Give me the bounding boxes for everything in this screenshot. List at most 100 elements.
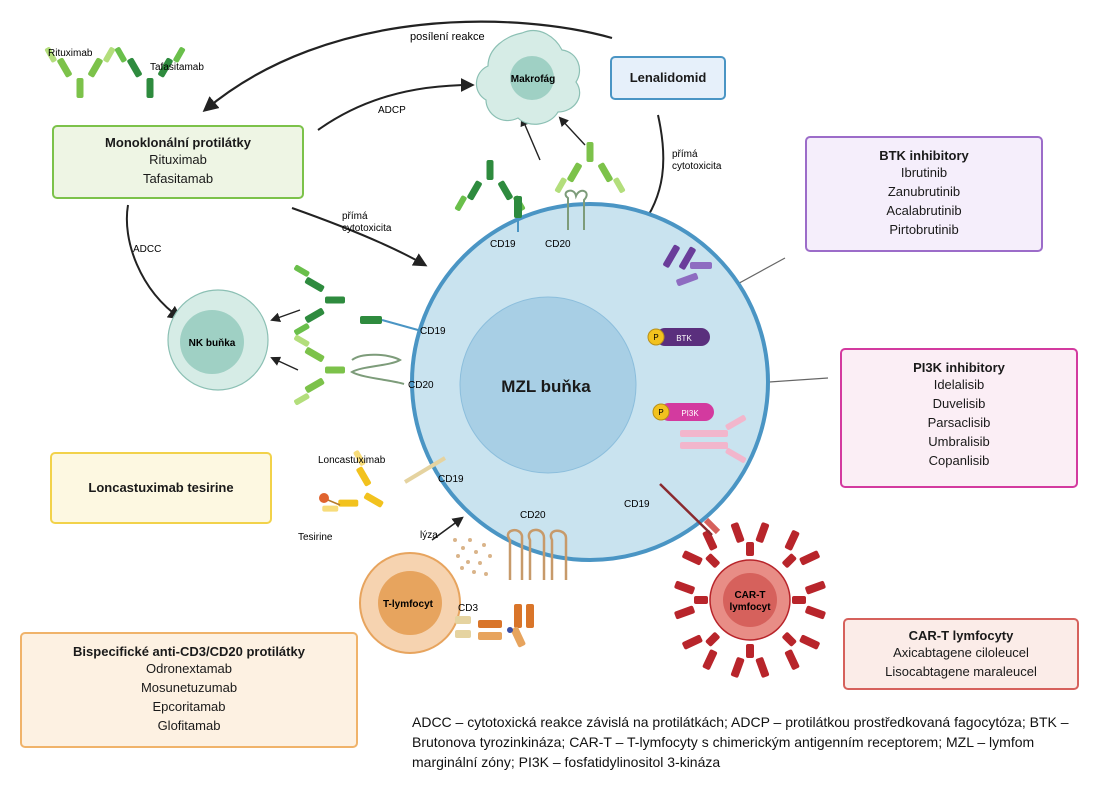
tafasitamab-label: Tafasitamab	[150, 62, 204, 73]
loncastuximab-antibody-icon	[322, 450, 384, 512]
cd3-label: CD3	[458, 603, 478, 614]
car-t-nucleus	[723, 573, 777, 627]
car-binding-stalk	[659, 483, 713, 536]
box-bispecific-item: Mosunetuzumab	[140, 680, 238, 695]
antibody-macrophage-2-icon	[554, 142, 626, 194]
box-btk: BTK inhibitory Ibrutinib Zanubrutinib Ac…	[805, 136, 1043, 252]
cd19-bottom-label: CD19	[438, 474, 464, 485]
box-btk-item: Zanubrutinib	[887, 184, 961, 199]
car-t-label-2: lymfocyt	[729, 602, 771, 613]
box-pi3k-item: Duvelisib	[932, 396, 986, 411]
loncastuximab-label: Loncastuximab	[318, 455, 386, 466]
box-cart-item: Axicabtagene ciloleucel	[893, 645, 1029, 660]
box-pi3k-title: PI3K inhibitory	[913, 360, 1005, 375]
box-monoclonal-item: Rituximab	[149, 152, 207, 167]
cd19-bottom-receptor	[403, 456, 447, 484]
box-btk-item: Ibrutinib	[900, 165, 948, 180]
box-pi3k-item: Idelalisib	[933, 377, 985, 392]
box-cart-item: Lisocabtagene maraleucel	[885, 664, 1037, 679]
box-pi3k-item: Parsaclisib	[927, 415, 991, 430]
arrow-lyza	[431, 516, 464, 541]
mzl-cell-label: MZL buňka	[501, 377, 591, 396]
arrow-ab-to-macrophage-1	[520, 116, 541, 161]
tesirine-label: Tesirine	[298, 532, 333, 543]
pi3k-protein	[660, 403, 714, 421]
arrow-lenalidomid-to-antibodies	[202, 20, 613, 112]
cd19-left-anchor	[381, 319, 419, 331]
label-adcc: ADCC	[133, 244, 161, 255]
macrophage-label: Makrofág	[511, 74, 555, 85]
cd20-bottom-receptor	[506, 528, 568, 580]
label-prima-right-1: přímá	[672, 149, 698, 160]
cd19-left-stalk	[360, 316, 382, 324]
cd19-right-label: CD19	[624, 499, 650, 510]
box-bispecific-item: Odronextamab	[146, 661, 232, 676]
label-prima-left-2: cytotoxicita	[342, 223, 392, 234]
box-pi3k-item: Umbralisib	[928, 434, 990, 449]
pi3k-receptor-icon	[680, 415, 747, 463]
mzl-nucleus	[459, 296, 637, 474]
box-monoclonal: Monoklonální protilátky Rituximab Tafasi…	[52, 125, 304, 199]
t-cell-label: T-lymfocyt	[383, 599, 434, 610]
abbreviation-legend: ADCC – cytotoxická reakce závislá na pro…	[412, 714, 1069, 770]
cd19-left-label: CD19	[420, 326, 446, 337]
box-loncastuximab: Loncastuximab tesirine	[50, 452, 272, 524]
box-bispecific: Bispecifické anti-CD3/CD20 protilátky Od…	[20, 632, 358, 748]
box-btk-item: Pirtobrutinib	[889, 222, 959, 237]
rituximab-label: Rituximab	[48, 48, 93, 59]
arrow-ab-to-macrophage-2	[558, 116, 586, 146]
box-lenalidomid-title: Lenalidomid	[629, 70, 707, 85]
box-bispecific-item: Epcoritamab	[152, 699, 226, 714]
cd20-top-label: CD20	[545, 239, 571, 250]
label-prima-left-1: přímá	[342, 211, 368, 222]
label-posileni-reakce: posílení reakce	[410, 31, 485, 43]
box-lenalidomid: Lenalidomid	[610, 56, 726, 100]
antibody-nk-2-icon	[293, 334, 345, 406]
arrow-ab-to-nk-2	[270, 356, 299, 371]
label-adcp: ADCP	[378, 105, 406, 116]
box-pi3k: PI3K inhibitory Idelalisib Duvelisib Par…	[840, 348, 1078, 488]
car-t-label-1: CAR-T	[734, 590, 765, 601]
arrow-direct-cytotoxicity-left	[291, 207, 428, 267]
cd20-bottom-label: CD20	[520, 510, 546, 521]
nk-nucleus	[180, 310, 244, 374]
box-monoclonal-title: Monoklonální protilátky	[105, 135, 251, 150]
cd3-receptor-2	[455, 630, 471, 638]
pi3k-protein-label: PI3K	[681, 409, 699, 418]
box-btk-item: Acalabrutinib	[886, 203, 962, 218]
bispecific-antibody-icon	[478, 604, 534, 648]
label-prima-right-2: cytotoxicita	[672, 161, 722, 172]
cd20-left-receptor	[350, 353, 405, 385]
cd19-top-label: CD19	[490, 239, 516, 250]
macrophage-nucleus	[510, 56, 554, 100]
bcr-receptor-icon	[663, 244, 712, 286]
box-monoclonal-item: Tafasitamab	[142, 171, 214, 186]
box-cart: CAR-T lymfocyty Axicabtagene ciloleucel …	[843, 618, 1079, 690]
nk-cell-label: NK buňka	[189, 338, 236, 349]
cd20-top-receptor	[564, 189, 588, 230]
box-cart-title: CAR-T lymfocyty	[908, 628, 1014, 643]
btk-phospho	[647, 328, 665, 346]
arrow-adcp	[317, 78, 475, 131]
box-pi3k-item: Copanlisib	[928, 453, 990, 468]
box-bispecific-title: Bispecifické anti-CD3/CD20 protilátky	[73, 644, 305, 659]
btk-protein	[656, 328, 710, 346]
box-loncastuximab-title: Loncastuximab tesirine	[88, 480, 234, 495]
cd19-top-stalk	[514, 196, 522, 218]
btk-p-label: P	[653, 333, 658, 342]
tesirine-payload-icon	[319, 493, 329, 503]
arrow-ab-to-nk-1	[270, 309, 301, 322]
lysis-particles	[453, 538, 492, 576]
car-binding-domain	[703, 517, 721, 535]
arrow-adcc	[125, 204, 183, 320]
pi3k-phospho	[652, 403, 670, 421]
label-lyza: lýza	[420, 530, 438, 541]
antibody-nk-1-icon	[293, 264, 345, 336]
btk-protein-label: BTK	[676, 334, 692, 343]
pi3k-p-label: P	[658, 408, 663, 417]
box-bispecific-item: Glofitamab	[157, 718, 221, 733]
box-btk-title: BTK inhibitory	[879, 148, 969, 163]
cd20-left-label: CD20	[408, 380, 434, 391]
t-cell-nucleus	[378, 571, 442, 635]
